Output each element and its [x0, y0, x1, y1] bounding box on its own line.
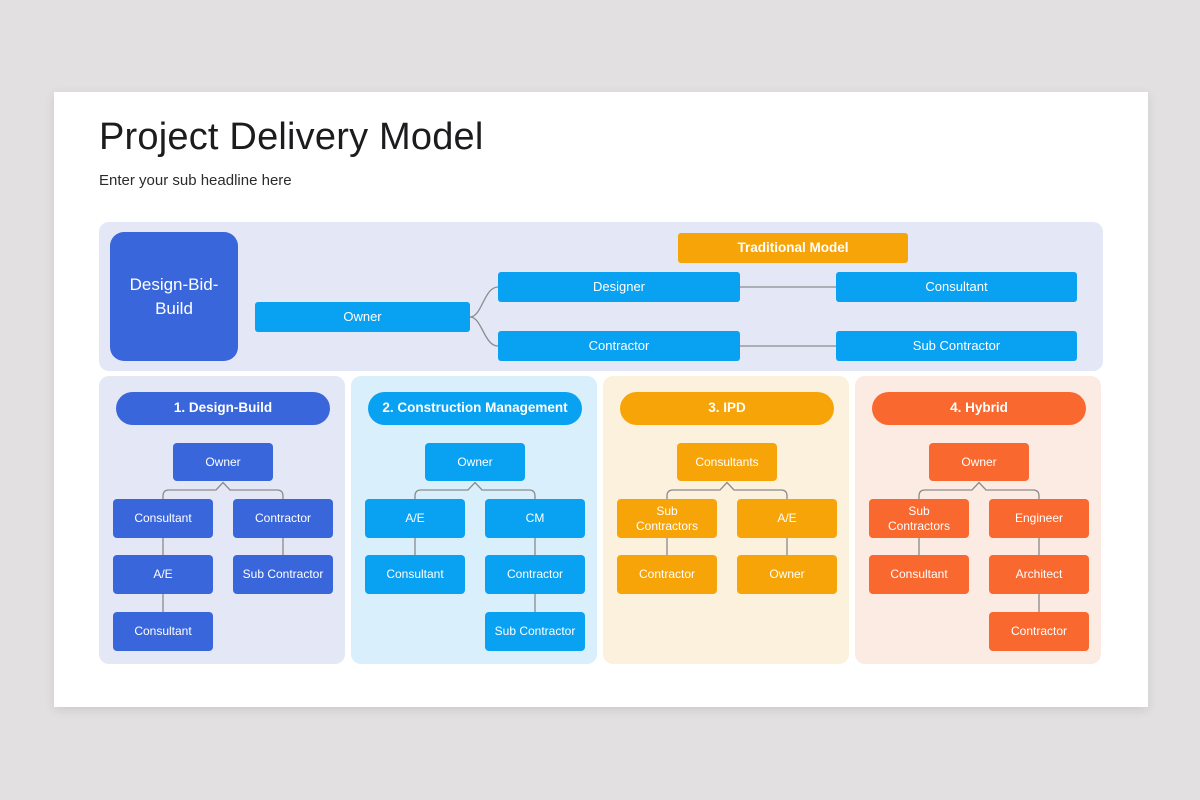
tree-node: Architect [989, 555, 1089, 594]
tree-node: Sub Contractor [233, 555, 333, 594]
hybrid-panel: 4. Hybrid Owner Sub Contractors Consulta… [855, 376, 1101, 664]
tree-node: Sub Contractors [617, 499, 717, 538]
traditional-model-panel: Design-Bid-Build Owner Traditional Model… [99, 222, 1103, 371]
sub-contractor-node: Sub Contractor [836, 331, 1077, 361]
tree-node: Consultant [113, 499, 213, 538]
tree-node: Consultant [113, 612, 213, 651]
design-build-panel: 1. Design-Build Owner Consultant A/E Con… [99, 376, 345, 664]
tree-node: Sub Contractors [869, 499, 969, 538]
hybrid-header: 4. Hybrid [872, 392, 1086, 425]
tree-node: Consultants [677, 443, 777, 481]
page-title: Project Delivery Model [99, 116, 484, 158]
owner-node: Owner [255, 302, 470, 332]
tree-node: CM [485, 499, 585, 538]
tree-node: Owner [737, 555, 837, 594]
tree-node: Contractor [233, 499, 333, 538]
consultant-node: Consultant [836, 272, 1077, 302]
tree-node: A/E [113, 555, 213, 594]
tree-node: A/E [365, 499, 465, 538]
design-build-header: 1. Design-Build [116, 392, 330, 425]
tree-node: Owner [929, 443, 1029, 481]
slide-card: Project Delivery Model Enter your sub he… [54, 92, 1148, 707]
tree-node: Owner [173, 443, 273, 481]
tree-node: Contractor [989, 612, 1089, 651]
construction-management-panel: 2. Construction Management Owner A/E Con… [351, 376, 597, 664]
tree-node: Engineer [989, 499, 1089, 538]
page-subtitle: Enter your sub headline here [99, 172, 292, 189]
tree-node: Contractor [485, 555, 585, 594]
tree-node: Consultant [869, 555, 969, 594]
contractor-node: Contractor [498, 331, 740, 361]
tree-node: A/E [737, 499, 837, 538]
ipd-panel: 3. IPD Consultants Sub Contractors Contr… [603, 376, 849, 664]
tree-node: Consultant [365, 555, 465, 594]
tree-node: Contractor [617, 555, 717, 594]
design-bid-build-node: Design-Bid-Build [110, 232, 238, 361]
tree-node: Owner [425, 443, 525, 481]
designer-node: Designer [498, 272, 740, 302]
construction-management-header: 2. Construction Management [368, 392, 582, 425]
tree-node: Sub Contractor [485, 612, 585, 651]
ipd-header: 3. IPD [620, 392, 834, 425]
traditional-model-badge: Traditional Model [678, 233, 908, 263]
